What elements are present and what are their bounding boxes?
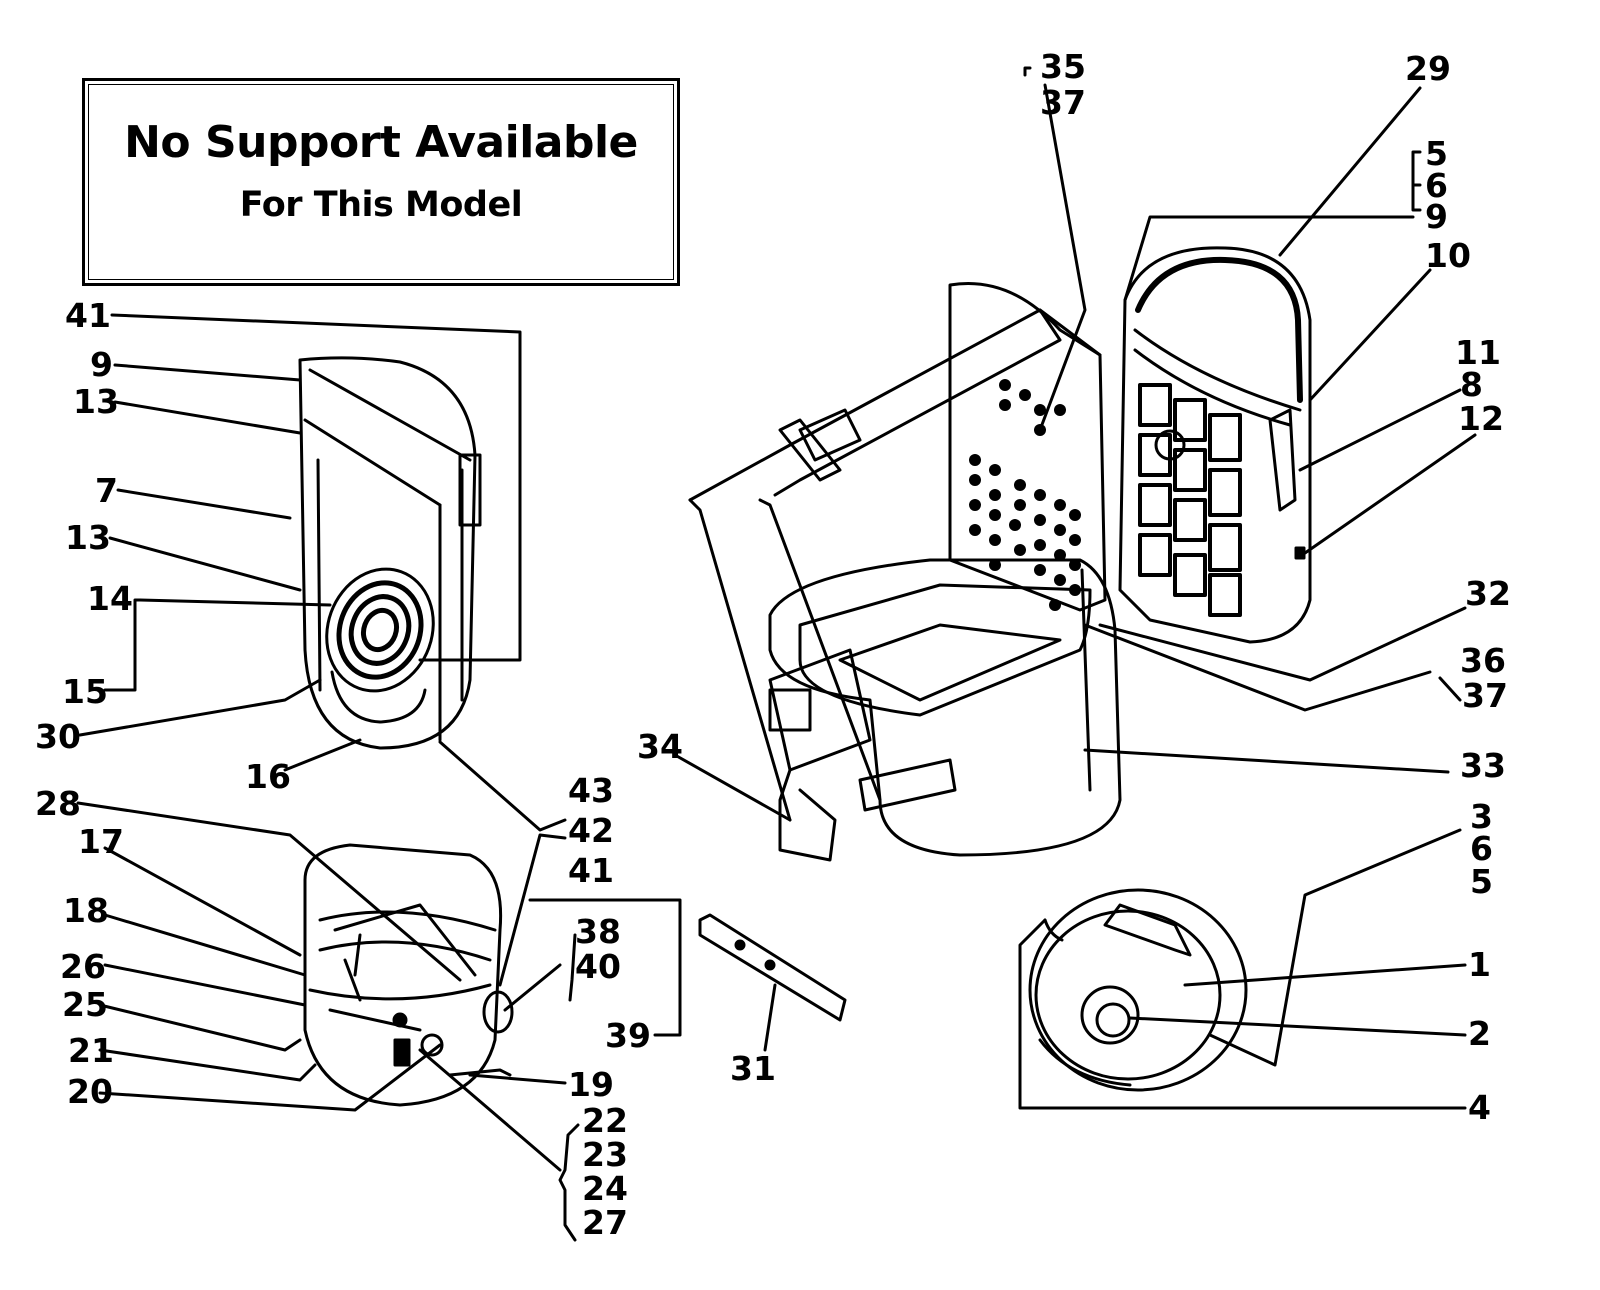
callout-33: 33 (1460, 746, 1506, 785)
callout-30: 30 (35, 717, 81, 756)
callout-13: 13 (73, 382, 119, 421)
callout-36: 36 (1460, 641, 1506, 680)
callout-41: 41 (65, 296, 111, 335)
callout-6: 6 (1425, 166, 1448, 205)
basket-drawing (688, 308, 1062, 862)
callout-16: 16 (245, 757, 291, 796)
callout-9: 9 (90, 345, 113, 384)
callout-42: 42 (568, 811, 614, 850)
callout-8: 8 (1460, 365, 1483, 404)
callout-37: 37 (1040, 83, 1086, 122)
callout-43: 43 (568, 771, 614, 810)
callout-11: 11 (1455, 333, 1501, 372)
callout-32: 32 (1465, 574, 1511, 613)
callout-4: 4 (1468, 1088, 1491, 1127)
callout-37: 37 (1462, 676, 1508, 715)
callout-29: 29 (1405, 49, 1451, 88)
rail-drawing (698, 913, 847, 1022)
callout-6: 6 (1470, 829, 1493, 868)
callout-17: 17 (78, 822, 124, 861)
notice-title: No Support Available (124, 117, 638, 168)
callout-27: 27 (582, 1203, 628, 1242)
callout-39: 39 (605, 1016, 651, 1055)
callout-24: 24 (582, 1169, 628, 1208)
callout-40: 40 (575, 947, 621, 986)
upper-housing-drawing (298, 356, 482, 750)
leader-lines (76, 66, 1477, 1242)
callout-28: 28 (35, 784, 81, 823)
notice-box: No Support Available For This Model (82, 78, 680, 286)
callout-2: 2 (1468, 1014, 1491, 1053)
callout-19: 19 (568, 1065, 614, 1104)
callout-14: 14 (87, 579, 133, 618)
callout-1: 1 (1468, 945, 1491, 984)
knob-bracket-drawing (1043, 918, 1064, 942)
callout-21: 21 (68, 1031, 114, 1070)
callout-12: 12 (1458, 399, 1504, 438)
callout-22: 22 (582, 1101, 628, 1140)
base-unit-drawing (303, 843, 514, 1107)
lid-drawing (1118, 246, 1312, 644)
callout-23: 23 (582, 1135, 628, 1174)
callout-26: 26 (60, 947, 106, 986)
perforated-panel-drawing (948, 281, 1107, 612)
callout-5: 5 (1470, 862, 1493, 901)
callout-31: 31 (730, 1049, 776, 1088)
callout-18: 18 (63, 891, 109, 930)
callout-25: 25 (62, 985, 108, 1024)
callout-7: 7 (95, 471, 118, 510)
callout-20: 20 (67, 1072, 113, 1111)
callout-5: 5 (1425, 134, 1448, 173)
round-base-drawing (1028, 888, 1248, 1092)
callout-9: 9 (1425, 197, 1448, 236)
callout-35: 35 (1040, 47, 1086, 86)
callout-3: 3 (1470, 797, 1493, 836)
callout-38: 38 (575, 912, 621, 951)
callout-15: 15 (62, 672, 108, 711)
callout-10: 10 (1425, 236, 1471, 275)
callout-labels: 35 37 29 5 6 9 10 11 8 12 41 9 13 7 13 1… (35, 47, 1511, 1242)
callout-13: 13 (65, 518, 111, 557)
callout-34: 34 (637, 727, 683, 766)
callout-41: 41 (568, 851, 614, 890)
notice-subtitle: For This Model (239, 185, 523, 225)
